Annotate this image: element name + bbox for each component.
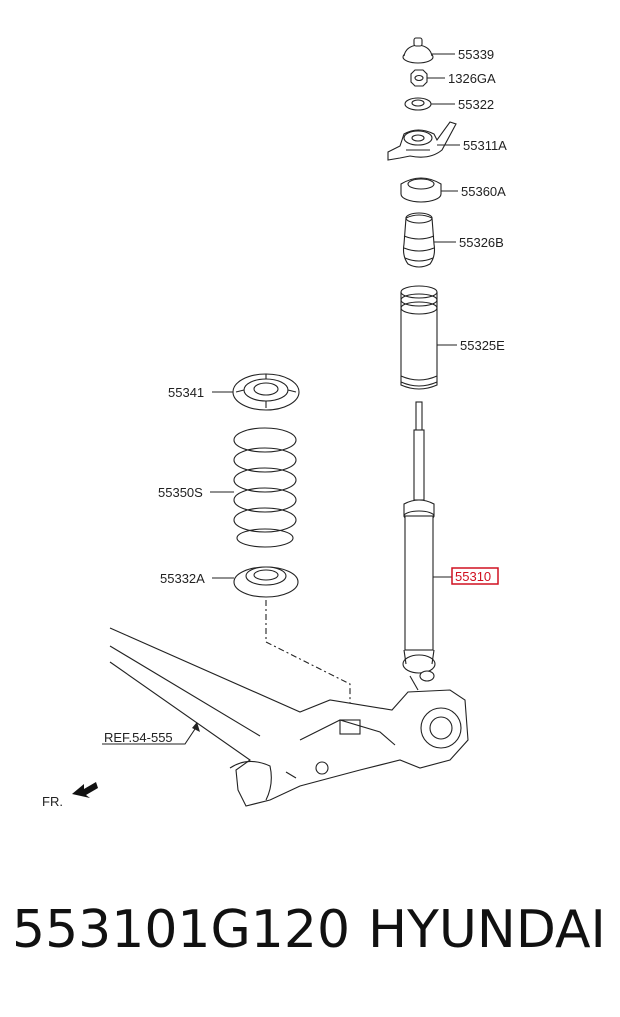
leader-lines bbox=[102, 53, 460, 745]
part-1326GA-nut bbox=[410, 69, 428, 87]
label-1326GA: 1326GA bbox=[448, 71, 496, 86]
label-55350S: 55350S bbox=[158, 485, 203, 500]
label-55341: 55341 bbox=[168, 385, 204, 400]
rear-axle-beam bbox=[109, 627, 469, 807]
label-55326B: 55326B bbox=[459, 235, 504, 250]
label-55360A: 55360A bbox=[461, 184, 506, 199]
part-55341-spring-pad bbox=[232, 373, 300, 411]
label-55311A: 55311A bbox=[463, 138, 507, 153]
part-55311A-mount bbox=[387, 121, 457, 161]
label-front: FR. bbox=[42, 794, 63, 809]
label-ref: REF.54-555 bbox=[104, 730, 173, 745]
part-number-caption: 553101G120 bbox=[12, 900, 351, 960]
highlight-box-55310 bbox=[451, 567, 499, 585]
part-55326B-bumper bbox=[402, 212, 436, 268]
part-55339-cap bbox=[402, 37, 434, 64]
part-55322-washer bbox=[404, 97, 432, 111]
label-55325E: 55325E bbox=[460, 338, 505, 353]
part-55325E-boot bbox=[400, 285, 438, 390]
part-55310-shock-absorber bbox=[402, 401, 436, 691]
exploded-parts-diagram: 55339 1326GA 55322 55311A 55360A 55326B … bbox=[42, 37, 507, 809]
part-55332A-spring-seat bbox=[233, 566, 299, 598]
part-55350S-coil-spring bbox=[233, 427, 297, 548]
ref-arrowhead bbox=[192, 722, 200, 732]
label-55332A: 55332A bbox=[160, 571, 205, 586]
label-55322: 55322 bbox=[458, 97, 494, 112]
front-arrow-icon bbox=[72, 782, 98, 798]
label-55310: 55310 bbox=[455, 569, 491, 584]
label-55339: 55339 bbox=[458, 47, 494, 62]
brand-caption: HYUNDAI bbox=[368, 900, 606, 960]
part-55360A-cup bbox=[400, 177, 442, 203]
